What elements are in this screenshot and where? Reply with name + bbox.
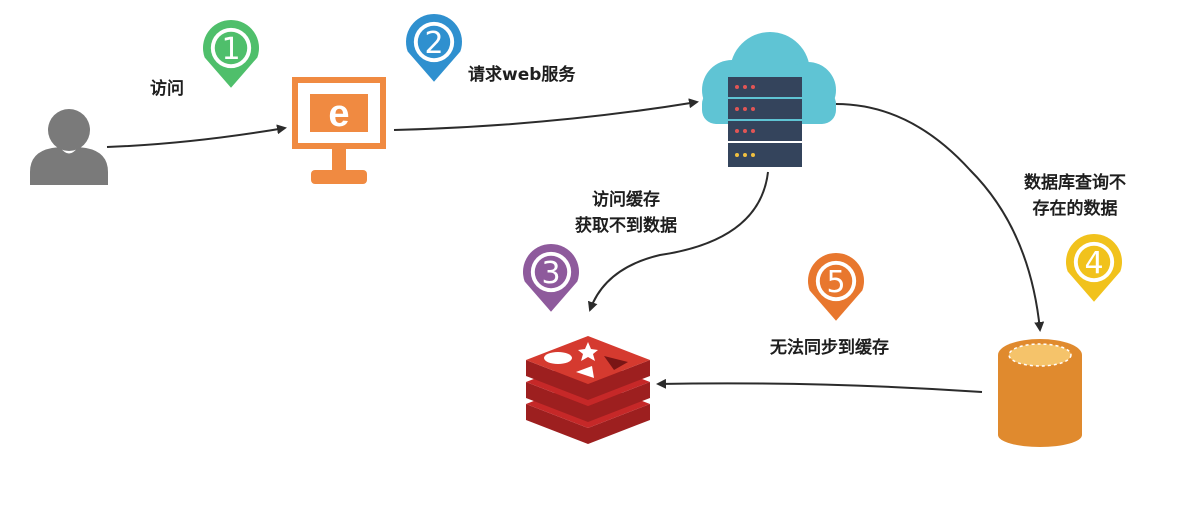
cache-miss-label: 访问缓存 获取不到数据	[566, 187, 686, 239]
arrow-user-to-browser	[106, 124, 287, 148]
db-miss-label: 数据库查询不 存在的数据	[1010, 170, 1140, 222]
browser-monitor-icon: e	[292, 77, 386, 184]
db-miss-label-line1: 数据库查询不	[1024, 173, 1126, 193]
redis-cache-icon	[526, 336, 650, 444]
db-miss-label-line2: 存在的数据	[1032, 199, 1118, 219]
step-5-marker: 5	[808, 252, 865, 321]
step-3-marker: 3	[523, 243, 579, 312]
arrow-browser-to-server	[393, 98, 699, 131]
cache-miss-label-line2: 获取不到数据	[575, 216, 677, 236]
cache-miss-label-line1: 访问缓存	[592, 190, 660, 210]
step-1-number: 1	[221, 32, 240, 67]
step-2-number: 2	[424, 26, 443, 61]
step-1-marker: 1	[203, 19, 259, 88]
arrows	[106, 98, 1045, 393]
request-web-label: 请求web服务	[468, 65, 576, 85]
svg-text:e: e	[328, 93, 349, 135]
step-4-marker: 4	[1066, 233, 1122, 302]
step-2-marker: 2	[406, 13, 462, 82]
visit-label: 访问	[150, 79, 184, 99]
user-icon	[30, 109, 108, 185]
arrow-database-to-cache	[656, 378, 983, 393]
cannot-sync-label: 无法同步到缓存	[770, 338, 889, 358]
arrow-server-to-database	[835, 103, 1045, 332]
step-5-number: 5	[826, 265, 845, 300]
database-icon	[998, 339, 1082, 447]
step-4-number: 4	[1084, 246, 1103, 281]
arrow-server-to-cache	[587, 171, 769, 312]
step-3-number: 3	[541, 256, 560, 291]
cloud-server-icon	[702, 32, 836, 167]
